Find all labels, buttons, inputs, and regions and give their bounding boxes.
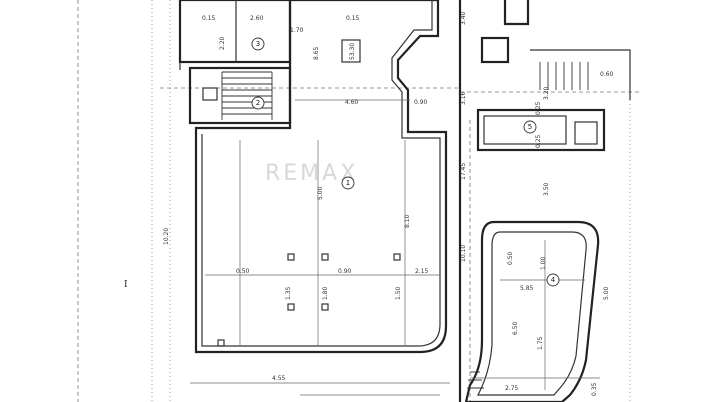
room-4-marker: 4 [546, 273, 560, 287]
dim-right-lower: 10.10 [460, 245, 467, 262]
room-2-marker: 2 [251, 96, 265, 110]
svg-text:5: 5 [528, 123, 532, 131]
dim-room5-b: 0.25 [535, 134, 542, 148]
dim-main-depth: 5.00 [317, 186, 324, 200]
pool-steps [467, 371, 484, 389]
dim-low-w1: 0.50 [236, 268, 250, 275]
watermark-text: REMAX [265, 161, 358, 186]
dim-top-room-2: 2.60 [250, 15, 264, 22]
room-3-marker: 3 [251, 37, 265, 51]
stair-block [188, 66, 292, 125]
dim-pool-row: 1.00 [540, 256, 547, 270]
room-5-closet [574, 121, 598, 145]
dim-pool-side: 5.00 [603, 286, 610, 300]
dim-step: 0.90 [414, 99, 428, 106]
dim-low-d2: 1.80 [322, 286, 329, 300]
dim-right-long: 17.45 [460, 163, 467, 180]
dim-pool-top: 0.50 [507, 251, 514, 265]
dim-low-w2: 0.90 [338, 268, 352, 275]
dim-room5-a: 0.25 [535, 101, 542, 115]
top-right-outline [530, 49, 631, 100]
dim-left-depth: 10.20 [163, 228, 170, 245]
dim-bottom-total: 4.55 [272, 375, 286, 382]
area-label: 53.30 [349, 43, 356, 60]
dim-pool-low: 1.75 [537, 336, 544, 350]
svg-text:3: 3 [256, 40, 260, 48]
area-box [341, 39, 361, 63]
top-right-steps [539, 62, 589, 90]
dim-pool-mid: 6.50 [512, 321, 519, 335]
stairs [221, 71, 273, 120]
room-1-inner [201, 0, 441, 347]
dim-right-mid: 3.16 [460, 91, 467, 105]
room-5-inner [483, 115, 567, 145]
dim-stair: 2.20 [219, 36, 226, 50]
dim-far-right: 3.20 [543, 86, 550, 100]
svg-text:4: 4 [551, 276, 556, 284]
dim-room3: 1.70 [290, 27, 304, 34]
svg-text:1: 1 [346, 179, 350, 187]
dim-top-room: 0.15 [202, 15, 216, 22]
dim-top-right: 0.60 [600, 71, 614, 78]
pool-outline [464, 220, 600, 402]
dim-pool-edge: 2.75 [505, 385, 519, 392]
dim-low-w4: 1.50 [395, 286, 402, 300]
svg-text:2: 2 [256, 99, 260, 107]
dim-main-side: 8.10 [404, 214, 411, 228]
dim-main-width: 4.60 [345, 99, 359, 106]
room-5-outline [476, 108, 606, 152]
columns [217, 253, 401, 347]
room-1-outline [194, 0, 448, 354]
dim-right-top: 3.40 [460, 11, 467, 25]
room-3-outline [178, 0, 292, 64]
dim-low-w3: 2.15 [415, 268, 429, 275]
stair-landing [202, 87, 218, 101]
top-right-stair [503, 0, 530, 26]
dim-low-d1: 1.35 [285, 286, 292, 300]
margin-mark: I [124, 280, 128, 290]
dim-pool-depth: 3.50 [543, 182, 550, 196]
top-right-block [480, 36, 510, 64]
pool-inner [477, 231, 587, 396]
dim-pool-width: 5.85 [520, 285, 534, 292]
dim-pool-right: 0.35 [591, 382, 598, 396]
dim-main-height-a: 8.65 [313, 46, 320, 60]
room-1-marker: 1 [341, 176, 355, 190]
dim-top-mid: 0.15 [346, 15, 360, 22]
room-5-marker: 5 [523, 120, 537, 134]
